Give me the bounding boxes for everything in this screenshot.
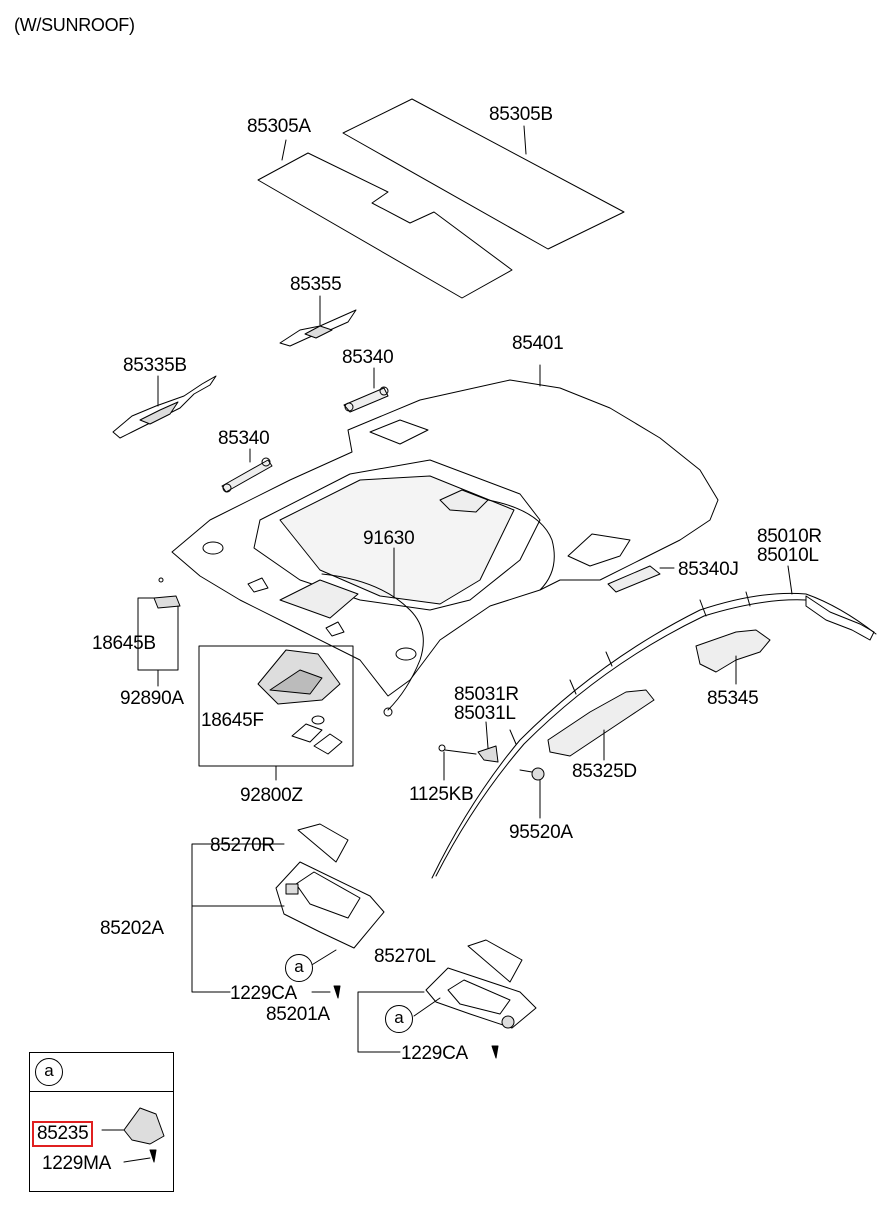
headliner-85401 <box>171 364 719 697</box>
callout-a-right: a <box>285 954 313 982</box>
bolt-1125KB <box>438 744 477 781</box>
lamp-group-92800Z <box>198 645 354 781</box>
pad-85305A <box>257 152 513 299</box>
label-85270R: 85270R <box>210 835 275 856</box>
label-95520A: 95520A <box>509 822 573 843</box>
label-85401: 85401 <box>512 333 564 354</box>
handle-85340J <box>607 565 675 593</box>
label-85202A: 85202A <box>100 918 164 939</box>
label-85340-mid: 85340 <box>218 428 270 449</box>
inset-header: a <box>30 1053 173 1092</box>
label-85355: 85355 <box>290 274 342 295</box>
highlighted-part-85235[interactable]: 85235 <box>32 1121 94 1147</box>
label-85335B: 85335B <box>123 355 187 376</box>
inset-detail-a: a 85235 1229MA <box>29 1052 174 1192</box>
label-1229MA: 1229MA <box>42 1153 111 1174</box>
bracket-85345 <box>695 629 771 685</box>
label-85325D: 85325D <box>572 761 637 782</box>
page-title: (W/SUNROOF) <box>14 15 135 35</box>
label-18645B: 18645B <box>92 633 156 654</box>
clip-85031 <box>477 721 499 763</box>
inset-part-85235 <box>101 1107 165 1163</box>
visor-right-85202A <box>191 823 385 999</box>
callout-a-left: a <box>385 1005 413 1033</box>
handle-85340-top <box>343 367 389 413</box>
label-91630: 91630 <box>363 528 415 549</box>
label-85340-top: 85340 <box>342 347 394 368</box>
bracket-85335B <box>112 375 217 439</box>
bracket-85355 <box>279 295 357 347</box>
visor-left-85201A <box>357 939 537 1059</box>
label-92890A: 92890A <box>120 688 184 709</box>
label-85031L: 85031L <box>454 703 516 724</box>
label-85345: 85345 <box>707 688 759 709</box>
pad-85305B <box>342 98 625 250</box>
label-85010R: 85010R <box>757 526 822 547</box>
label-85201A: 85201A <box>266 1004 330 1025</box>
airbag-85010 <box>431 565 877 879</box>
label-1125KB: 1125KB <box>409 784 474 805</box>
handle-85340-mid <box>221 448 273 493</box>
bracket-85325D <box>547 689 655 761</box>
label-85340J: 85340J <box>678 559 739 580</box>
inset-callout-a: a <box>35 1058 63 1086</box>
label-18645F: 18645F <box>201 710 264 731</box>
label-1229CA-right: 1229CA <box>230 983 297 1004</box>
label-85305A: 85305A <box>247 116 311 137</box>
label-85031R: 85031R <box>454 684 519 705</box>
label-85270L: 85270L <box>374 946 436 967</box>
clip-95520A <box>519 767 545 819</box>
wiring-91630 <box>321 547 424 717</box>
lamp-group-92890A <box>137 577 181 687</box>
label-1229CA-left: 1229CA <box>401 1043 468 1064</box>
label-92800Z: 92800Z <box>240 785 303 806</box>
label-85305B: 85305B <box>489 104 553 125</box>
label-85010L: 85010L <box>757 545 819 566</box>
